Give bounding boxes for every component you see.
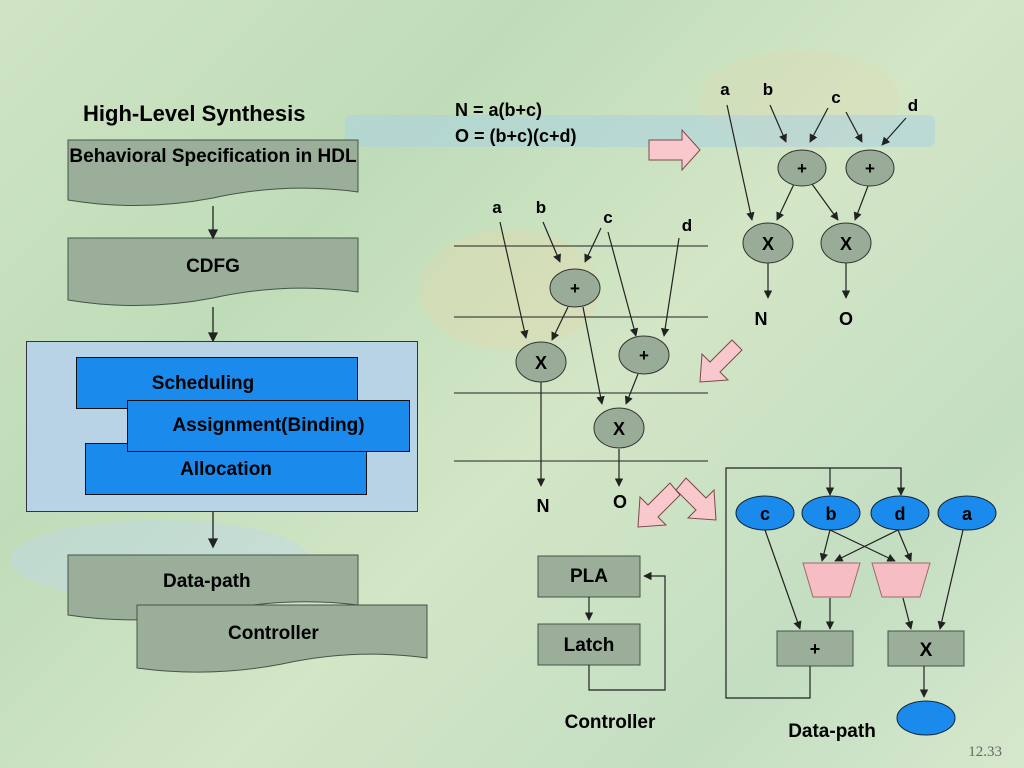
transform-arrow-down-left (699, 339, 743, 383)
sched-times-label-2: X (613, 419, 625, 439)
top-times-node-2 (820, 222, 872, 264)
cdfg-box-shape (67, 237, 359, 307)
controller-label: Controller (228, 623, 319, 644)
sched-input-a: a (492, 198, 502, 217)
top-plus-label-2: + (865, 159, 875, 178)
sched-plus-node-2 (618, 335, 670, 375)
dp-input-a-label: a (962, 504, 973, 524)
sched-input-d: d (682, 216, 692, 235)
background-stripe (345, 115, 935, 147)
transform-arrow-to-datapath (675, 477, 717, 521)
top-input-d: d (908, 96, 918, 115)
sched-plus-node-1 (549, 268, 601, 308)
datapath-caption: Data-path (788, 721, 876, 742)
top-input-a: a (720, 80, 730, 99)
equation-o: O = (b+c)(c+d) (455, 126, 577, 146)
assignment-label: Assignment(Binding) (172, 415, 365, 436)
top-plus-label-1: + (797, 159, 807, 178)
pla-box (537, 555, 641, 598)
sched-plus-label-1: + (570, 279, 580, 298)
top-plus-node-2 (845, 149, 895, 187)
dp-output-node (896, 700, 956, 736)
sched-output-o: O (613, 492, 627, 512)
dp-mult-box (887, 630, 965, 667)
sched-plus-label-2: + (639, 346, 649, 365)
dp-input-b-label: b (826, 504, 837, 524)
slide-number: 12.33 (968, 744, 1002, 760)
dp-mux-1 (802, 562, 861, 598)
top-plus-node-1 (777, 149, 827, 187)
equation-n: N = a(b+c) (455, 100, 543, 120)
sched-input-c: c (603, 208, 612, 227)
top-output-n: N (755, 309, 768, 329)
controller-caption: Controller (565, 712, 656, 733)
sched-dfg-edges (499, 221, 680, 487)
slide-title: High-Level Synthesis (83, 101, 306, 126)
latch-label: Latch (564, 635, 615, 656)
dp-input-c-node (735, 495, 795, 531)
schedule-step-lines (454, 245, 708, 462)
sched-times-label-1: X (535, 353, 547, 373)
dp-input-c-label: c (760, 504, 770, 524)
datapath-label: Data-path (163, 571, 251, 592)
scheduling-label: Scheduling (151, 373, 255, 394)
latch-box (537, 623, 641, 666)
pla-label: PLA (570, 566, 608, 587)
behavioral-box-shape (67, 139, 359, 207)
sched-output-n: N (537, 496, 550, 516)
dp-input-a-node (937, 495, 997, 531)
transform-arrow-right (648, 128, 701, 172)
top-output-o: O (839, 309, 853, 329)
dp-mult-label: X (920, 640, 933, 661)
dp-adder-box (776, 630, 854, 667)
sched-times-node-2 (593, 407, 645, 449)
dp-input-d-label: d (895, 504, 906, 524)
cdfg-label: CDFG (186, 256, 240, 277)
top-times-node-1 (742, 222, 794, 264)
transform-arrow-to-controller (637, 482, 681, 528)
datapath-edges (725, 467, 964, 699)
sched-times-node-1 (515, 341, 567, 383)
assignment-box: Assignment(Binding) (127, 400, 410, 452)
top-input-c: c (831, 88, 840, 107)
top-input-b: b (763, 80, 773, 99)
behavioral-spec-label: Behavioral Specification in HDL (69, 146, 357, 167)
controller-edges (584, 571, 666, 691)
allocation-label: Allocation (180, 459, 272, 480)
dp-input-d-node (870, 495, 930, 531)
dp-mux-2 (871, 562, 931, 598)
top-dfg-edges (726, 104, 907, 299)
dp-input-b-node (801, 495, 861, 531)
controller-box-shape (136, 604, 428, 673)
sched-input-b: b (536, 198, 546, 217)
top-times-label-2: X (840, 234, 852, 254)
dp-adder-label: + (810, 639, 821, 659)
top-times-label-1: X (762, 234, 774, 254)
